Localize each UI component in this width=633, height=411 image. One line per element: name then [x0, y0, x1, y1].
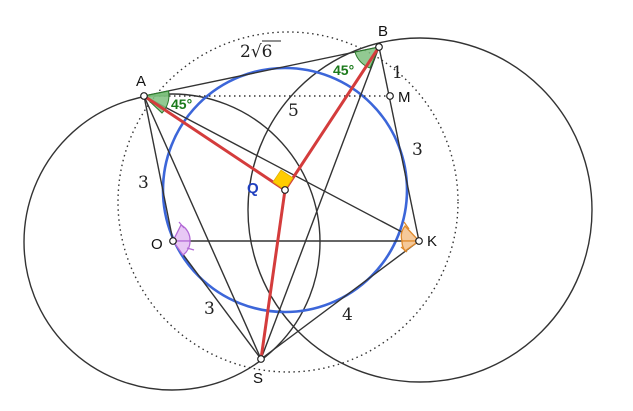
length-AB-radicand: 6: [262, 42, 273, 62]
label-point-B: B: [378, 23, 388, 40]
segment-AB: [143, 46, 380, 97]
segment-KS: [260, 240, 420, 360]
length-AB-prefix: 2: [240, 42, 251, 62]
angle-tick-O-1: [178, 221, 185, 229]
sqrt-sign: √: [251, 42, 262, 62]
angle-marker-B: [354, 46, 380, 69]
angle-tick-O-2: [186, 247, 195, 251]
segment-AK: [143, 95, 420, 242]
right-angle-marker-Q: [272, 169, 294, 191]
label-point-O: O: [151, 236, 163, 253]
length-label-SK: 4: [342, 305, 353, 325]
label-point-A: A: [136, 73, 146, 90]
point-S: [257, 355, 265, 363]
label-point-K: K: [427, 233, 437, 250]
red-segment-QB: [283, 46, 381, 191]
point-O: [169, 237, 177, 245]
segment-OA: [143, 95, 174, 242]
red-segment-QA: [143, 94, 286, 192]
length-label-BM: 1: [392, 63, 403, 83]
point-B: [375, 43, 383, 51]
point-A: [140, 92, 148, 100]
segment-AS: [143, 95, 262, 360]
length-label-AB: 2√6: [240, 42, 273, 62]
circle-right: [247, 37, 593, 383]
length-label-AO: 3: [138, 173, 149, 193]
length-label-5: 5: [288, 101, 299, 121]
label-point-M: M: [398, 89, 411, 106]
label-point-Q: Q: [247, 180, 259, 197]
segment-SO: [172, 240, 262, 360]
point-markers: [140, 43, 423, 363]
point-K: [415, 237, 423, 245]
length-label-OS: 3: [204, 299, 215, 319]
red-segment-QS: [259, 189, 287, 360]
circumcircle-dotted: [117, 31, 459, 373]
label-point-S: S: [253, 370, 263, 387]
circle-left: [23, 93, 321, 391]
point-Q: [281, 186, 289, 194]
length-label-MK: 3: [412, 140, 423, 160]
segment-BS: [260, 46, 380, 360]
point-M: [386, 92, 394, 100]
angle-label-B: 45°: [333, 62, 354, 78]
angle-tick-K-1: [403, 221, 410, 230]
segment-BK: [378, 46, 420, 242]
angle-tick-K-2: [400, 246, 408, 253]
angle-label-A: 45°: [171, 96, 192, 112]
